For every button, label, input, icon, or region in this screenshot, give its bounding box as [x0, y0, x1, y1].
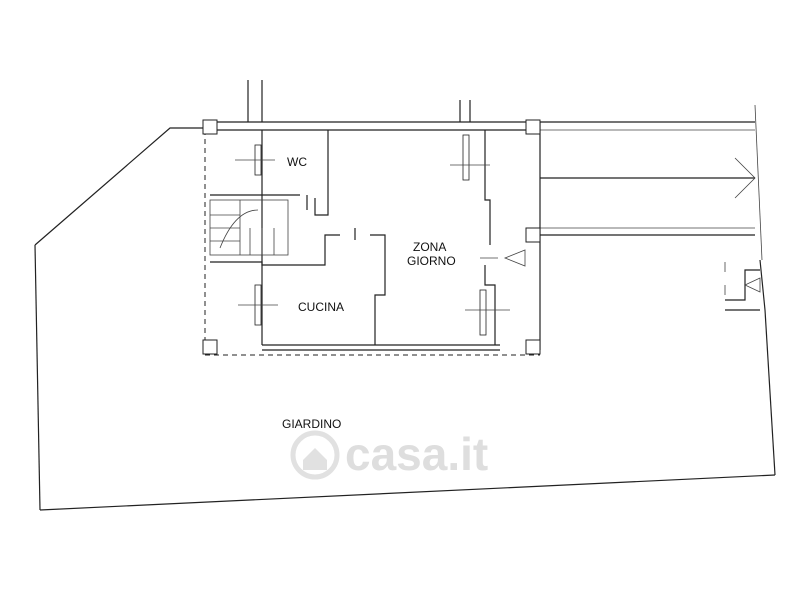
- window: [479, 289, 487, 336]
- room-label-cucina: CUCINA: [298, 300, 344, 314]
- interior-walls: [210, 130, 496, 345]
- room-label-zona: ZONA: [413, 240, 446, 254]
- room-label-wc: WC: [287, 155, 307, 169]
- pillar: [202, 339, 218, 355]
- entry-markers: [480, 249, 761, 311]
- pillar: [202, 119, 218, 135]
- triangle-arrow-icon: [503, 249, 526, 267]
- room-label-giardino: GIARDINO: [282, 417, 341, 431]
- house-icon: [303, 448, 327, 470]
- stub-walls: [247, 80, 471, 122]
- building-walls: [204, 121, 541, 356]
- drive-lines: [540, 121, 756, 236]
- watermark: casa.it: [290, 428, 488, 480]
- pillar: [525, 119, 541, 135]
- pillar: [525, 227, 541, 243]
- staircase: [209, 199, 289, 256]
- room-label-giorno: GIORNO: [407, 254, 456, 268]
- windows: [235, 134, 510, 336]
- pillars: [202, 119, 541, 355]
- garden-outline: [34, 104, 776, 511]
- pillar: [525, 339, 541, 355]
- watermark-text: casa.it: [345, 428, 488, 480]
- watermark-logo-icon: [290, 430, 340, 480]
- arrow-icon: [734, 157, 756, 199]
- triangle-arrow-icon: [744, 277, 761, 293]
- window: [462, 134, 470, 181]
